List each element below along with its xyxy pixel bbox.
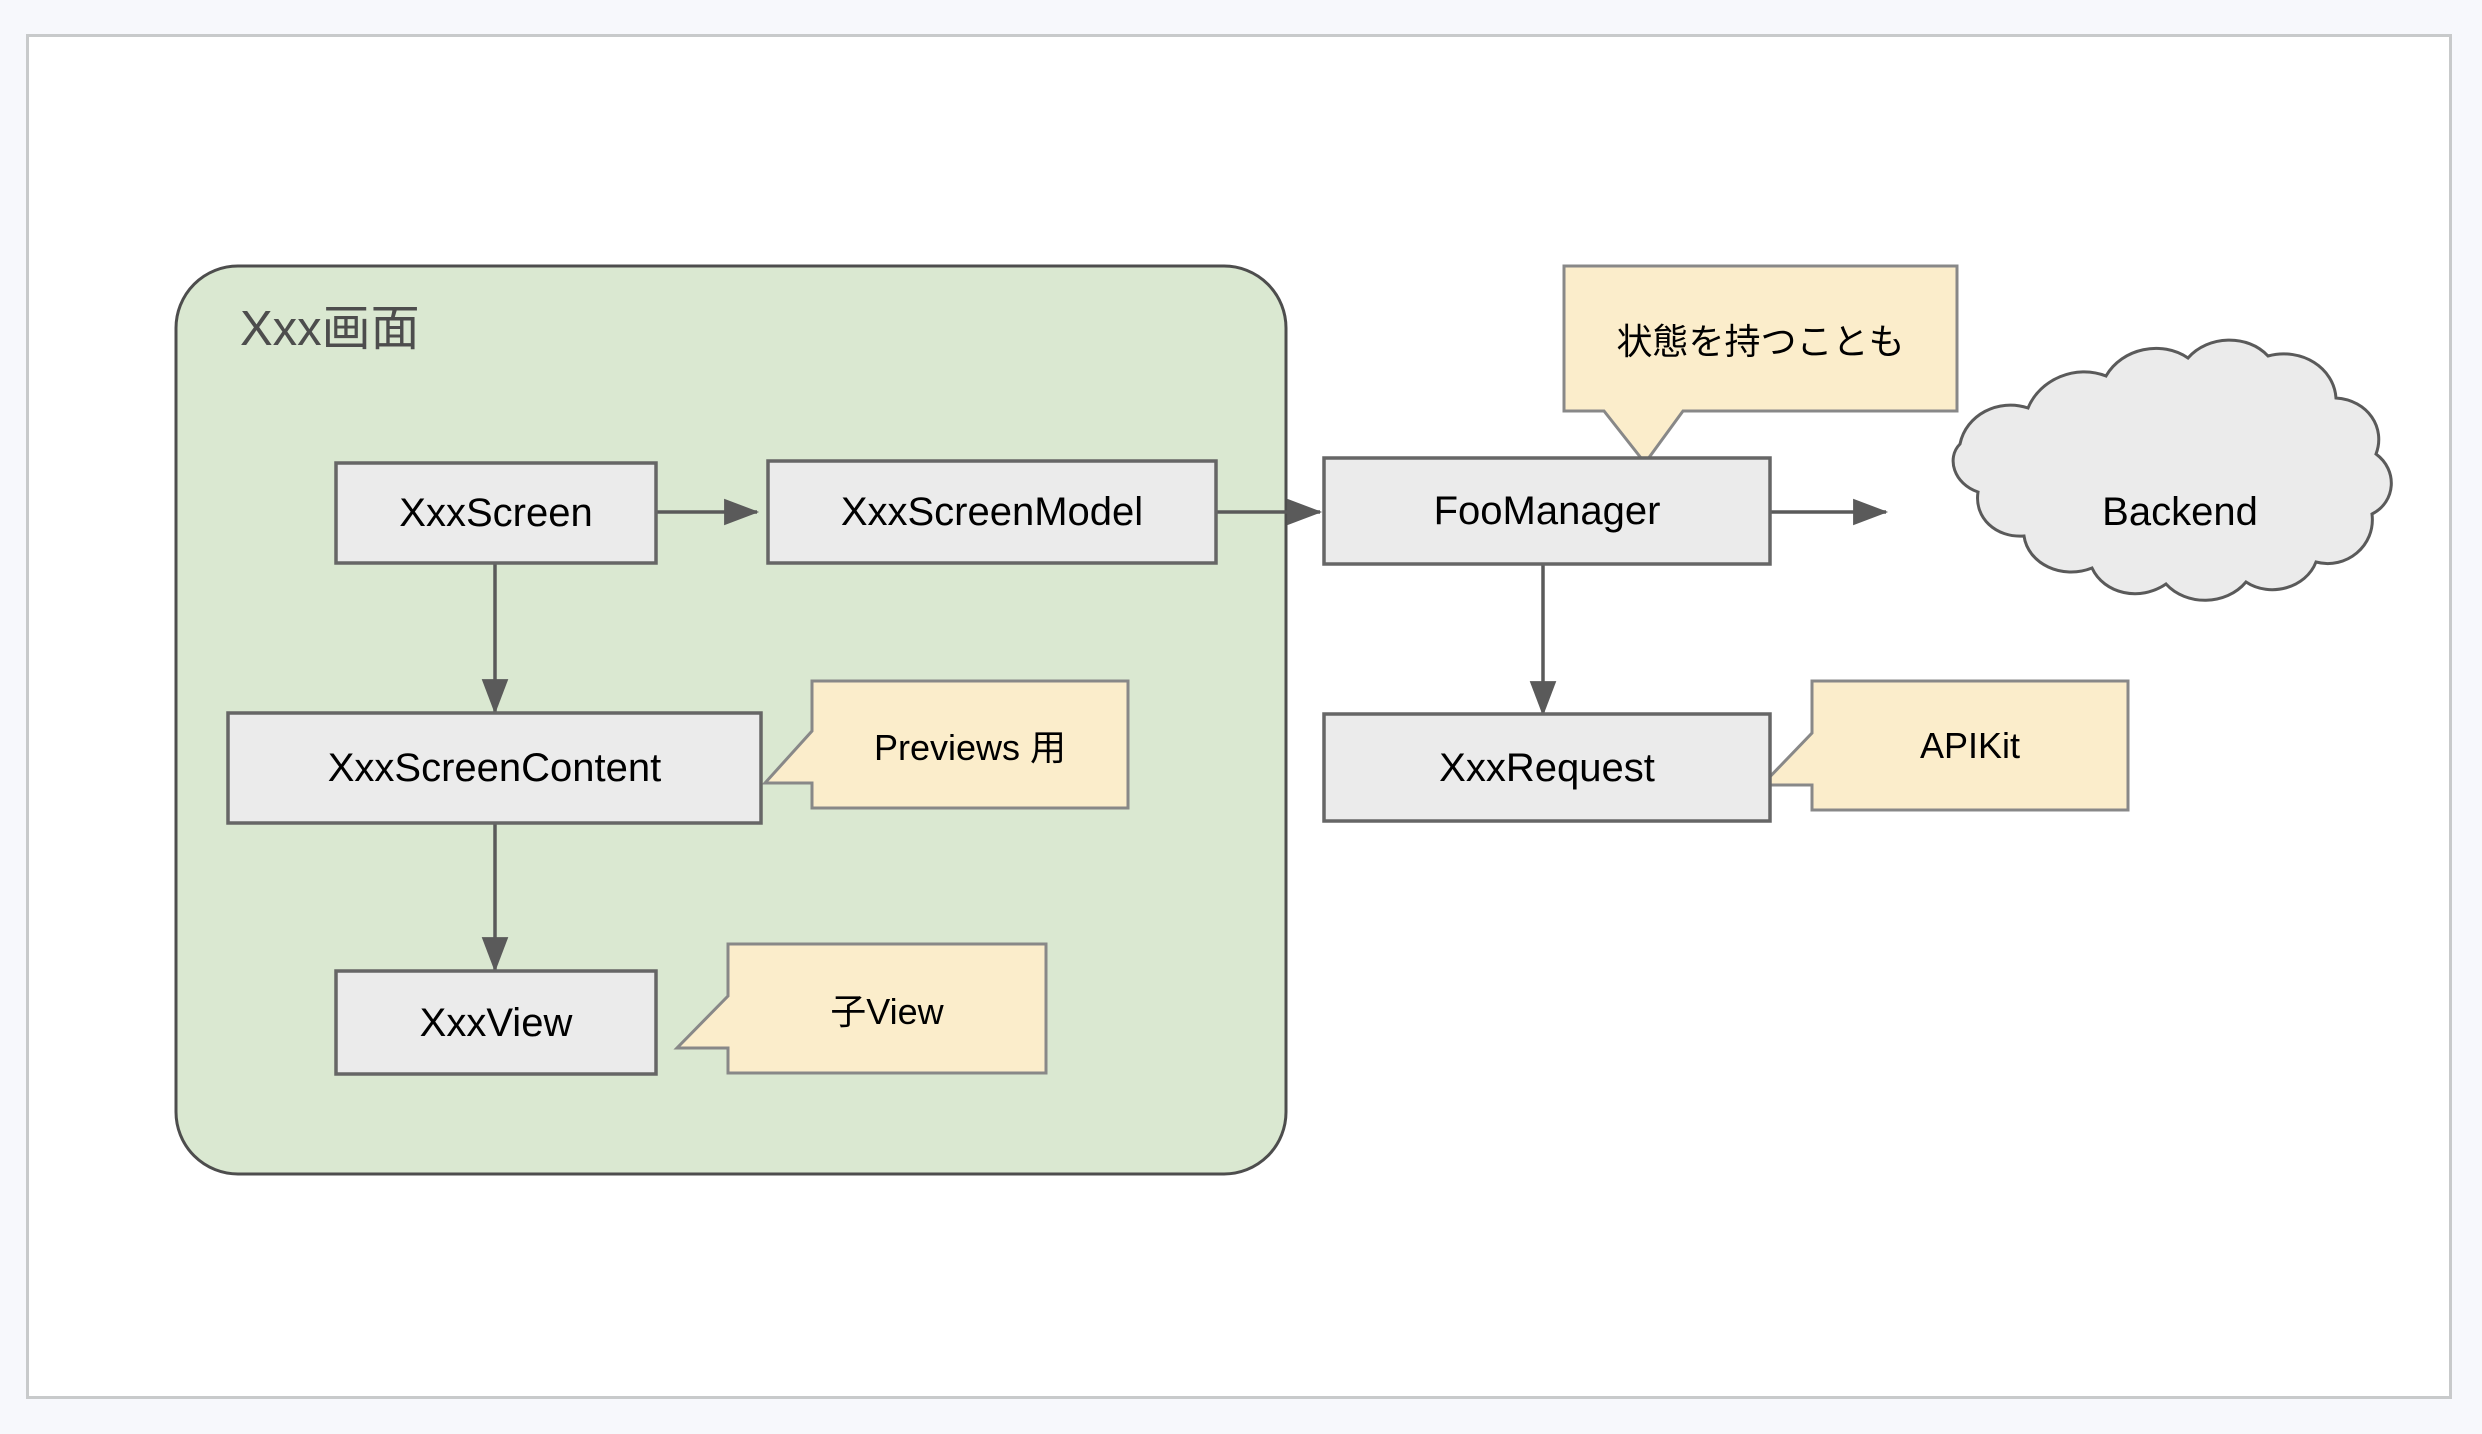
node-shape-layer bbox=[226, 456, 1772, 1076]
node-xxx-screen-model-shape[interactable] bbox=[766, 459, 1218, 565]
callout-state-shape[interactable] bbox=[1562, 264, 1959, 466]
callout-shape-layer bbox=[673, 264, 2130, 1075]
node-xxx-request-shape[interactable] bbox=[1322, 712, 1772, 823]
node-xxx-screen-content-shape[interactable] bbox=[226, 711, 763, 825]
callout-apikit-shape[interactable] bbox=[1758, 679, 2130, 812]
node-xxx-view-shape[interactable] bbox=[334, 969, 658, 1076]
node-xxx-screen-shape[interactable] bbox=[334, 461, 658, 565]
backend-cloud-shape[interactable] bbox=[1951, 338, 2393, 602]
node-foo-manager-shape[interactable] bbox=[1322, 456, 1772, 566]
group-title: Xxx画面 bbox=[240, 302, 420, 356]
callout-childview-shape[interactable] bbox=[673, 942, 1048, 1075]
edge-layer bbox=[481, 498, 1889, 973]
callout-previews-shape[interactable] bbox=[761, 679, 1130, 810]
